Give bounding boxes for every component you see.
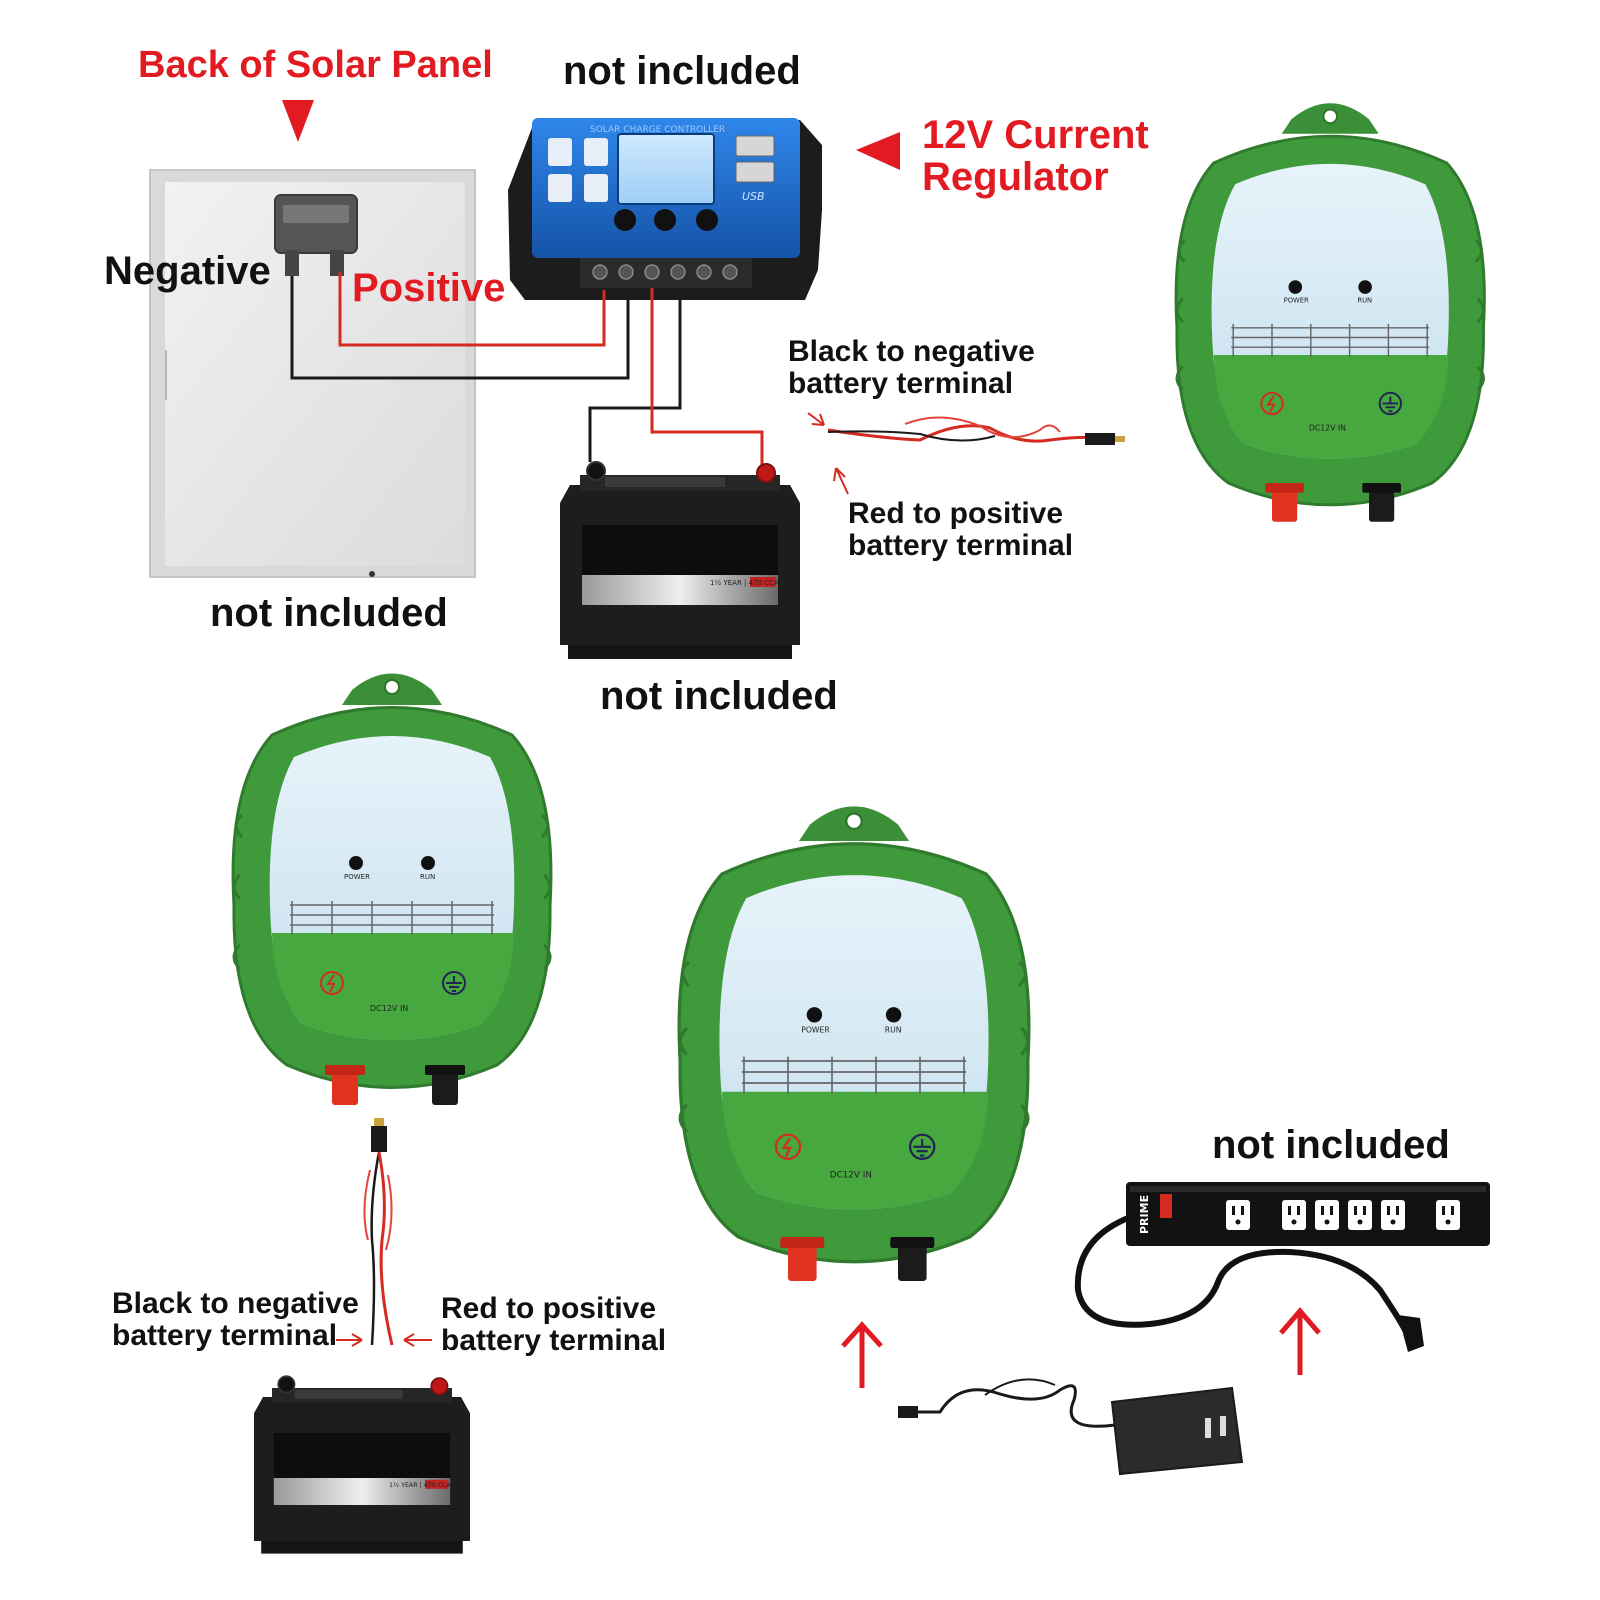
arrow-left-icon	[403, 1333, 432, 1347]
arrow-up-icon	[833, 467, 849, 495]
panel-not-included-label: not included	[210, 591, 448, 635]
positive-label: Positive	[352, 266, 506, 310]
controller-not-included-label: not included	[563, 49, 801, 93]
arrow-left-icon	[856, 132, 900, 170]
run-label: RUN	[420, 873, 435, 881]
charge-controller: SOLAR CHARGE CONTROLLER USB	[508, 118, 822, 300]
regulator-label: 12V Current Regulator	[922, 113, 1149, 199]
power-strip-brand: PRIME	[1138, 1195, 1151, 1234]
negative-label: Negative	[104, 249, 271, 293]
wall-adapter	[898, 1378, 1244, 1476]
battery-bottom-label: 1½ YEAR | 470 CCA	[389, 1481, 452, 1489]
power-strip-not-included-label: not included	[1212, 1123, 1450, 1167]
energizer-bottom-center: POWER RUN DC12V IN	[677, 804, 1031, 1283]
dc-cable-bottom	[363, 1118, 394, 1346]
arrow-right-icon	[807, 412, 825, 426]
dc-input-label: DC12V IN	[830, 1171, 872, 1181]
junction-box	[274, 194, 358, 276]
power-label: POWER	[344, 873, 370, 881]
battery-not-included-label: not included	[600, 674, 838, 718]
arrow-up-icon	[1279, 1307, 1321, 1375]
arrow-right-icon	[336, 1333, 363, 1347]
dc-input-label: DC12V IN	[1309, 424, 1346, 433]
energizer-middle-left: POWER RUN DC12V IN	[231, 672, 553, 1107]
dc-input-label: DC12V IN	[370, 1004, 408, 1013]
battery-bottom: 1½ YEAR | 470 CCA	[253, 1375, 471, 1555]
arrow-down-icon	[282, 100, 314, 142]
usb-label: USB	[742, 190, 765, 203]
dc-cable-top	[827, 416, 1125, 445]
run-label: RUN	[1357, 297, 1372, 305]
black-to-negative-bottom-label: Black to negative battery terminal	[112, 1287, 359, 1352]
energizer-top-right: POWER RUN DC12V IN	[1174, 101, 1486, 524]
battery-top-label: 1½ YEAR | 470 CCA	[710, 579, 779, 587]
back-of-solar-panel-label: Back of Solar Panel	[138, 44, 493, 86]
wiring-top	[290, 272, 764, 478]
battery-top: 1½ YEAR | 470 CCA	[559, 461, 801, 660]
run-label: RUN	[885, 1025, 902, 1034]
black-to-negative-top-label: Black to negative battery terminal	[788, 335, 1035, 400]
power-label: POWER	[1284, 297, 1309, 305]
power-strip: PRIME	[1074, 1182, 1490, 1352]
red-to-positive-bottom-label: Red to positive battery terminal	[441, 1292, 667, 1357]
power-label: POWER	[801, 1025, 830, 1034]
red-to-positive-top-label: Red to positive battery terminal	[848, 497, 1074, 562]
controller-header: SOLAR CHARGE CONTROLLER	[590, 125, 725, 135]
arrow-up-icon	[841, 1321, 883, 1388]
